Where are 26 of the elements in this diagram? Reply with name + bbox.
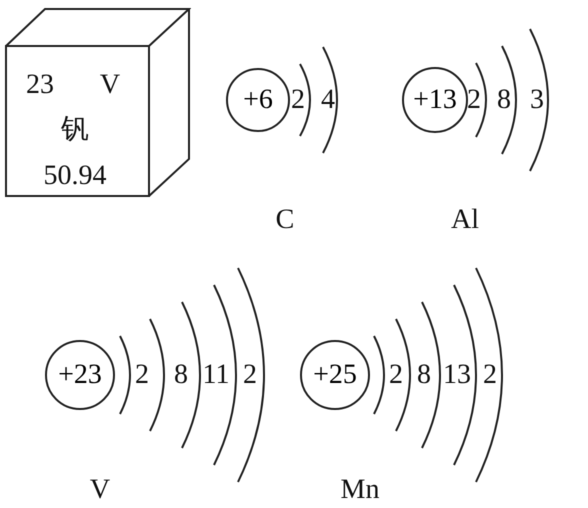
- element-cube: [5, 8, 191, 198]
- electron-count: 3: [530, 86, 544, 114]
- element-symbol: V: [90, 476, 110, 504]
- electron-count: 11: [202, 361, 230, 389]
- electron-count: 2: [291, 86, 305, 114]
- element-name: 钒: [61, 116, 89, 144]
- electron-count: 2: [483, 361, 497, 389]
- electron-count: 4: [321, 86, 335, 114]
- element-symbol: Mn: [340, 476, 380, 504]
- nucleus-circle: +6: [226, 68, 290, 132]
- electron-count: 8: [497, 86, 511, 114]
- element-symbol: V: [100, 71, 120, 99]
- nucleus-circle: +23: [45, 340, 115, 410]
- atomic-mass: 50.94: [44, 162, 106, 190]
- electron-count: 2: [243, 361, 257, 389]
- nucleus-circle: +13: [402, 67, 468, 133]
- atomic-number: 23: [26, 71, 54, 99]
- electron-count: 13: [443, 361, 471, 389]
- electron-count: 8: [174, 361, 188, 389]
- electron-count: 2: [467, 86, 481, 114]
- electron-count: 8: [417, 361, 431, 389]
- electron-count: 2: [389, 361, 403, 389]
- element-symbol: Al: [451, 206, 479, 234]
- element-symbol: C: [276, 206, 294, 234]
- electron-count: 2: [135, 361, 149, 389]
- nucleus-circle: +25: [300, 340, 370, 410]
